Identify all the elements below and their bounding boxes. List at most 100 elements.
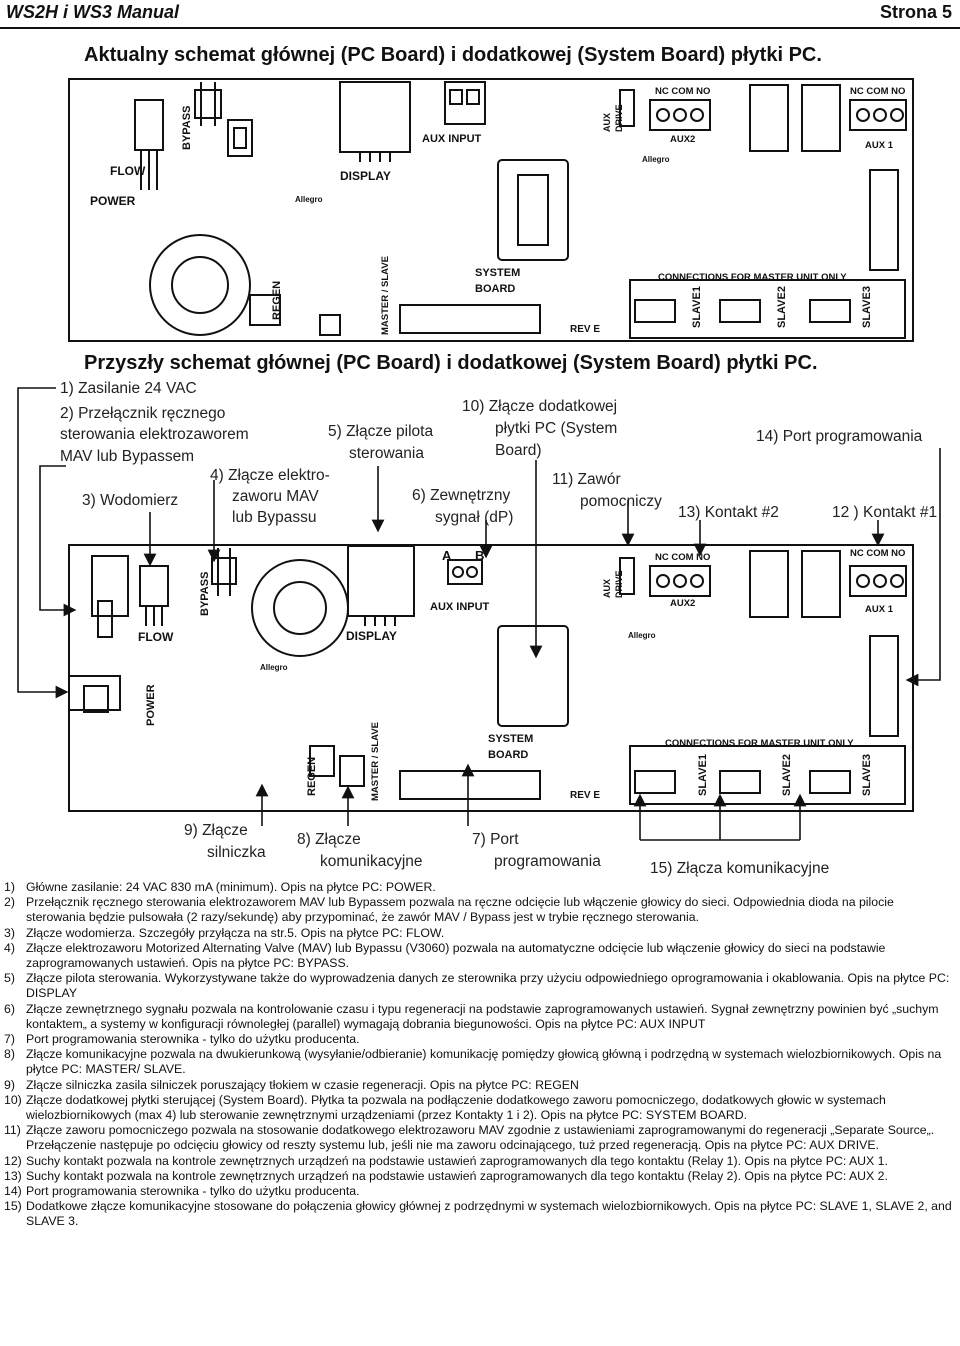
footnote-11: 11) Złącze zaworu pomocniczego pozwala na…	[0, 1123, 960, 1153]
footnote-8-text: Złącze komunikacyjne pozwala na dwukieru…	[26, 1047, 942, 1077]
svg-text:NC COM NO: NC COM NO	[850, 548, 905, 559]
svg-text:AUX 1: AUX 1	[865, 140, 894, 151]
svg-text:AUX INPUT: AUX INPUT	[422, 133, 482, 145]
svg-text:A: A	[442, 548, 452, 563]
footnote-6-num: 6)	[4, 1001, 15, 1016]
footnote-7: 7)Port programowania sterownika - tylko …	[0, 1032, 960, 1047]
svg-text:REV E: REV E	[570, 790, 600, 801]
svg-text:FLOW: FLOW	[110, 164, 146, 178]
footnote-10: 10) Złącze dodatkowej płytki sterującej (…	[0, 1093, 960, 1123]
callout-10-line3: Board)	[495, 442, 542, 459]
callout-11-line2: pomocniczy	[580, 493, 662, 510]
svg-text:BOARD: BOARD	[488, 749, 528, 761]
current-board-title: Aktualny schemat głównej (PC Board) i do…	[84, 44, 822, 66]
callout-11-line1: 11) Zawór	[552, 471, 621, 488]
footnote-8-num: 8)	[4, 1047, 15, 1062]
svg-text:AUX: AUX	[602, 113, 612, 132]
footnote-7-text: Port programowania sterownika - tylko do…	[26, 1032, 360, 1047]
callout-9-line2: silniczka	[207, 844, 266, 861]
footnote-12-text: Suchy kontakt pozwala na kontrole zewnęt…	[26, 1153, 888, 1168]
footnote-11-num: 11)	[4, 1123, 21, 1138]
svg-text:DRIVE: DRIVE	[614, 104, 624, 132]
svg-text:NC COM NO: NC COM NO	[850, 86, 905, 97]
svg-text:SLAVE3: SLAVE3	[861, 286, 873, 328]
svg-text:MASTER / SLAVE: MASTER / SLAVE	[370, 722, 381, 801]
footnote-14: 14) Port programowania sterownika - tylko…	[0, 1184, 960, 1199]
svg-text:DISPLAY: DISPLAY	[340, 169, 391, 183]
svg-text:MASTER / SLAVE: MASTER / SLAVE	[380, 256, 391, 335]
callout-2-line2: sterowania elektrozaworem	[60, 426, 249, 443]
svg-text:Allegro: Allegro	[295, 195, 323, 204]
footnote-10-num: 10)	[4, 1092, 22, 1107]
svg-text:AUX 1: AUX 1	[865, 604, 894, 615]
manual-title: WS2H i WS3 Manual	[6, 2, 180, 22]
svg-text:REGEN: REGEN	[271, 281, 283, 320]
callout-4-line2: zaworu MAV	[232, 488, 319, 505]
svg-text:AUX2: AUX2	[670, 598, 695, 609]
svg-text:SLAVE2: SLAVE2	[776, 286, 788, 328]
svg-text:SYSTEM: SYSTEM	[488, 733, 533, 745]
svg-text:DISPLAY: DISPLAY	[346, 629, 397, 643]
footnote-14-num: 14)	[4, 1184, 22, 1199]
footnote-14-text: Port programowania sterownika - tylko do…	[26, 1184, 360, 1199]
svg-text:AUX2: AUX2	[670, 134, 695, 145]
footnote-2: 2)Przełącznik ręcznego sterowania elektr…	[0, 895, 960, 925]
callout-1-power: 1) Zasilanie 24 VAC	[60, 380, 197, 397]
footnote-3-num: 3)	[4, 925, 15, 940]
footnote-list: 1) Główne zasilanie: 24 VAC 830 mA (minim…	[0, 880, 960, 1230]
svg-text:CONNECTIONS FOR MASTER UNIT ON: CONNECTIONS FOR MASTER UNIT ONLY	[658, 272, 847, 283]
footnote-1-text: Główne zasilanie: 24 VAC 830 mA (minimum…	[26, 880, 436, 894]
svg-text:SLAVE1: SLAVE1	[691, 286, 703, 328]
page-number: Strona 5	[879, 2, 952, 22]
callout-5-line1: 5) Złącze pilota	[328, 423, 434, 440]
svg-text:AUX INPUT: AUX INPUT	[430, 601, 490, 613]
svg-text:SLAVE2: SLAVE2	[781, 754, 793, 796]
callout-4-line3: lub Bypassu	[232, 509, 317, 526]
footnote-12-num: 12)	[4, 1153, 22, 1168]
callout-14-prog: 14) Port programowania	[756, 428, 923, 445]
footnote-3: 3) Złącze wodomierza. Szczegóły przyłącza…	[0, 926, 960, 941]
footnote-10-text: Złącze dodatkowej płytki sterującej (Sys…	[26, 1092, 886, 1123]
svg-text:POWER: POWER	[145, 684, 157, 726]
svg-text:Allegro: Allegro	[628, 631, 656, 640]
svg-text:REGEN: REGEN	[306, 757, 318, 796]
svg-text:NC COM NO: NC COM NO	[655, 86, 710, 97]
footnote-4-text: Złącze elektrozaworu Motorized Alternati…	[26, 940, 886, 971]
footnote-9-text: Złącze silniczka zasila silniczek porusz…	[26, 1077, 579, 1092]
current-pc-board: FLOW POWER DISPLAY AUX INPUT SYSTEM BOAR…	[68, 78, 914, 342]
callout-10-line1: 10) Złącze dodatkowej	[462, 398, 618, 415]
footnote-6-text: Złącze zewnętrznego sygnału pozwala na k…	[26, 1001, 939, 1031]
svg-text:AUX: AUX	[602, 579, 612, 598]
footnote-4: 4) Złącze elektrozaworu Motorized Alterna…	[0, 941, 960, 971]
footnote-15-text: Dodatkowe złącze komunikacyjne stosowane…	[26, 1199, 952, 1229]
callout-8-line2: komunikacyjne	[320, 853, 423, 870]
footnote-11-text: Złącze zaworu pomocniczego pozwala na st…	[26, 1123, 935, 1153]
footnote-13-text: Suchy kontakt pozwala na kontrole zewnęt…	[26, 1168, 888, 1183]
callout-10-line2: płytki PC (System	[495, 420, 618, 437]
footnote-15: 15)Dodatkowe złącze komunikacyjne stosow…	[0, 1199, 960, 1229]
footnote-4-num: 4)	[4, 940, 15, 955]
callout-15-slaves: 15) Złącza komunikacyjne	[650, 860, 830, 877]
svg-text:SLAVE1: SLAVE1	[697, 754, 709, 796]
svg-text:SLAVE3: SLAVE3	[861, 754, 873, 796]
callout-13-aux2: 13) Kontakt #2	[678, 504, 779, 521]
svg-text:BYPASS: BYPASS	[181, 106, 193, 150]
footnote-2-num: 2)	[4, 895, 15, 910]
footnote-1-num: 1)	[4, 880, 15, 894]
callout-7-line1: 7) Port	[472, 831, 519, 848]
svg-text:BYPASS: BYPASS	[199, 572, 211, 616]
callout-4-line1: 4) Złącze elektro-	[210, 467, 330, 484]
header-rule	[0, 27, 960, 29]
footnote-13: 13) Suchy kontakt pozwala na kontrole zew…	[0, 1169, 960, 1184]
svg-text:Allegro: Allegro	[642, 155, 670, 164]
svg-text:FLOW: FLOW	[138, 630, 174, 644]
svg-text:SYSTEM: SYSTEM	[475, 267, 520, 279]
callout-9-line1: 9) Złącze	[184, 822, 248, 839]
svg-text:NC COM NO: NC COM NO	[655, 552, 710, 563]
svg-text:BOARD: BOARD	[475, 283, 515, 295]
svg-text:POWER: POWER	[90, 194, 136, 208]
footnote-13-num: 13)	[4, 1168, 22, 1183]
footnote-3-text: Złącze wodomierza. Szczegóły przyłącza n…	[26, 925, 445, 940]
callout-5-line2: sterowania	[349, 445, 424, 462]
footnote-12: 12) Suchy kontakt pozwala na kontrole zew…	[0, 1154, 960, 1169]
